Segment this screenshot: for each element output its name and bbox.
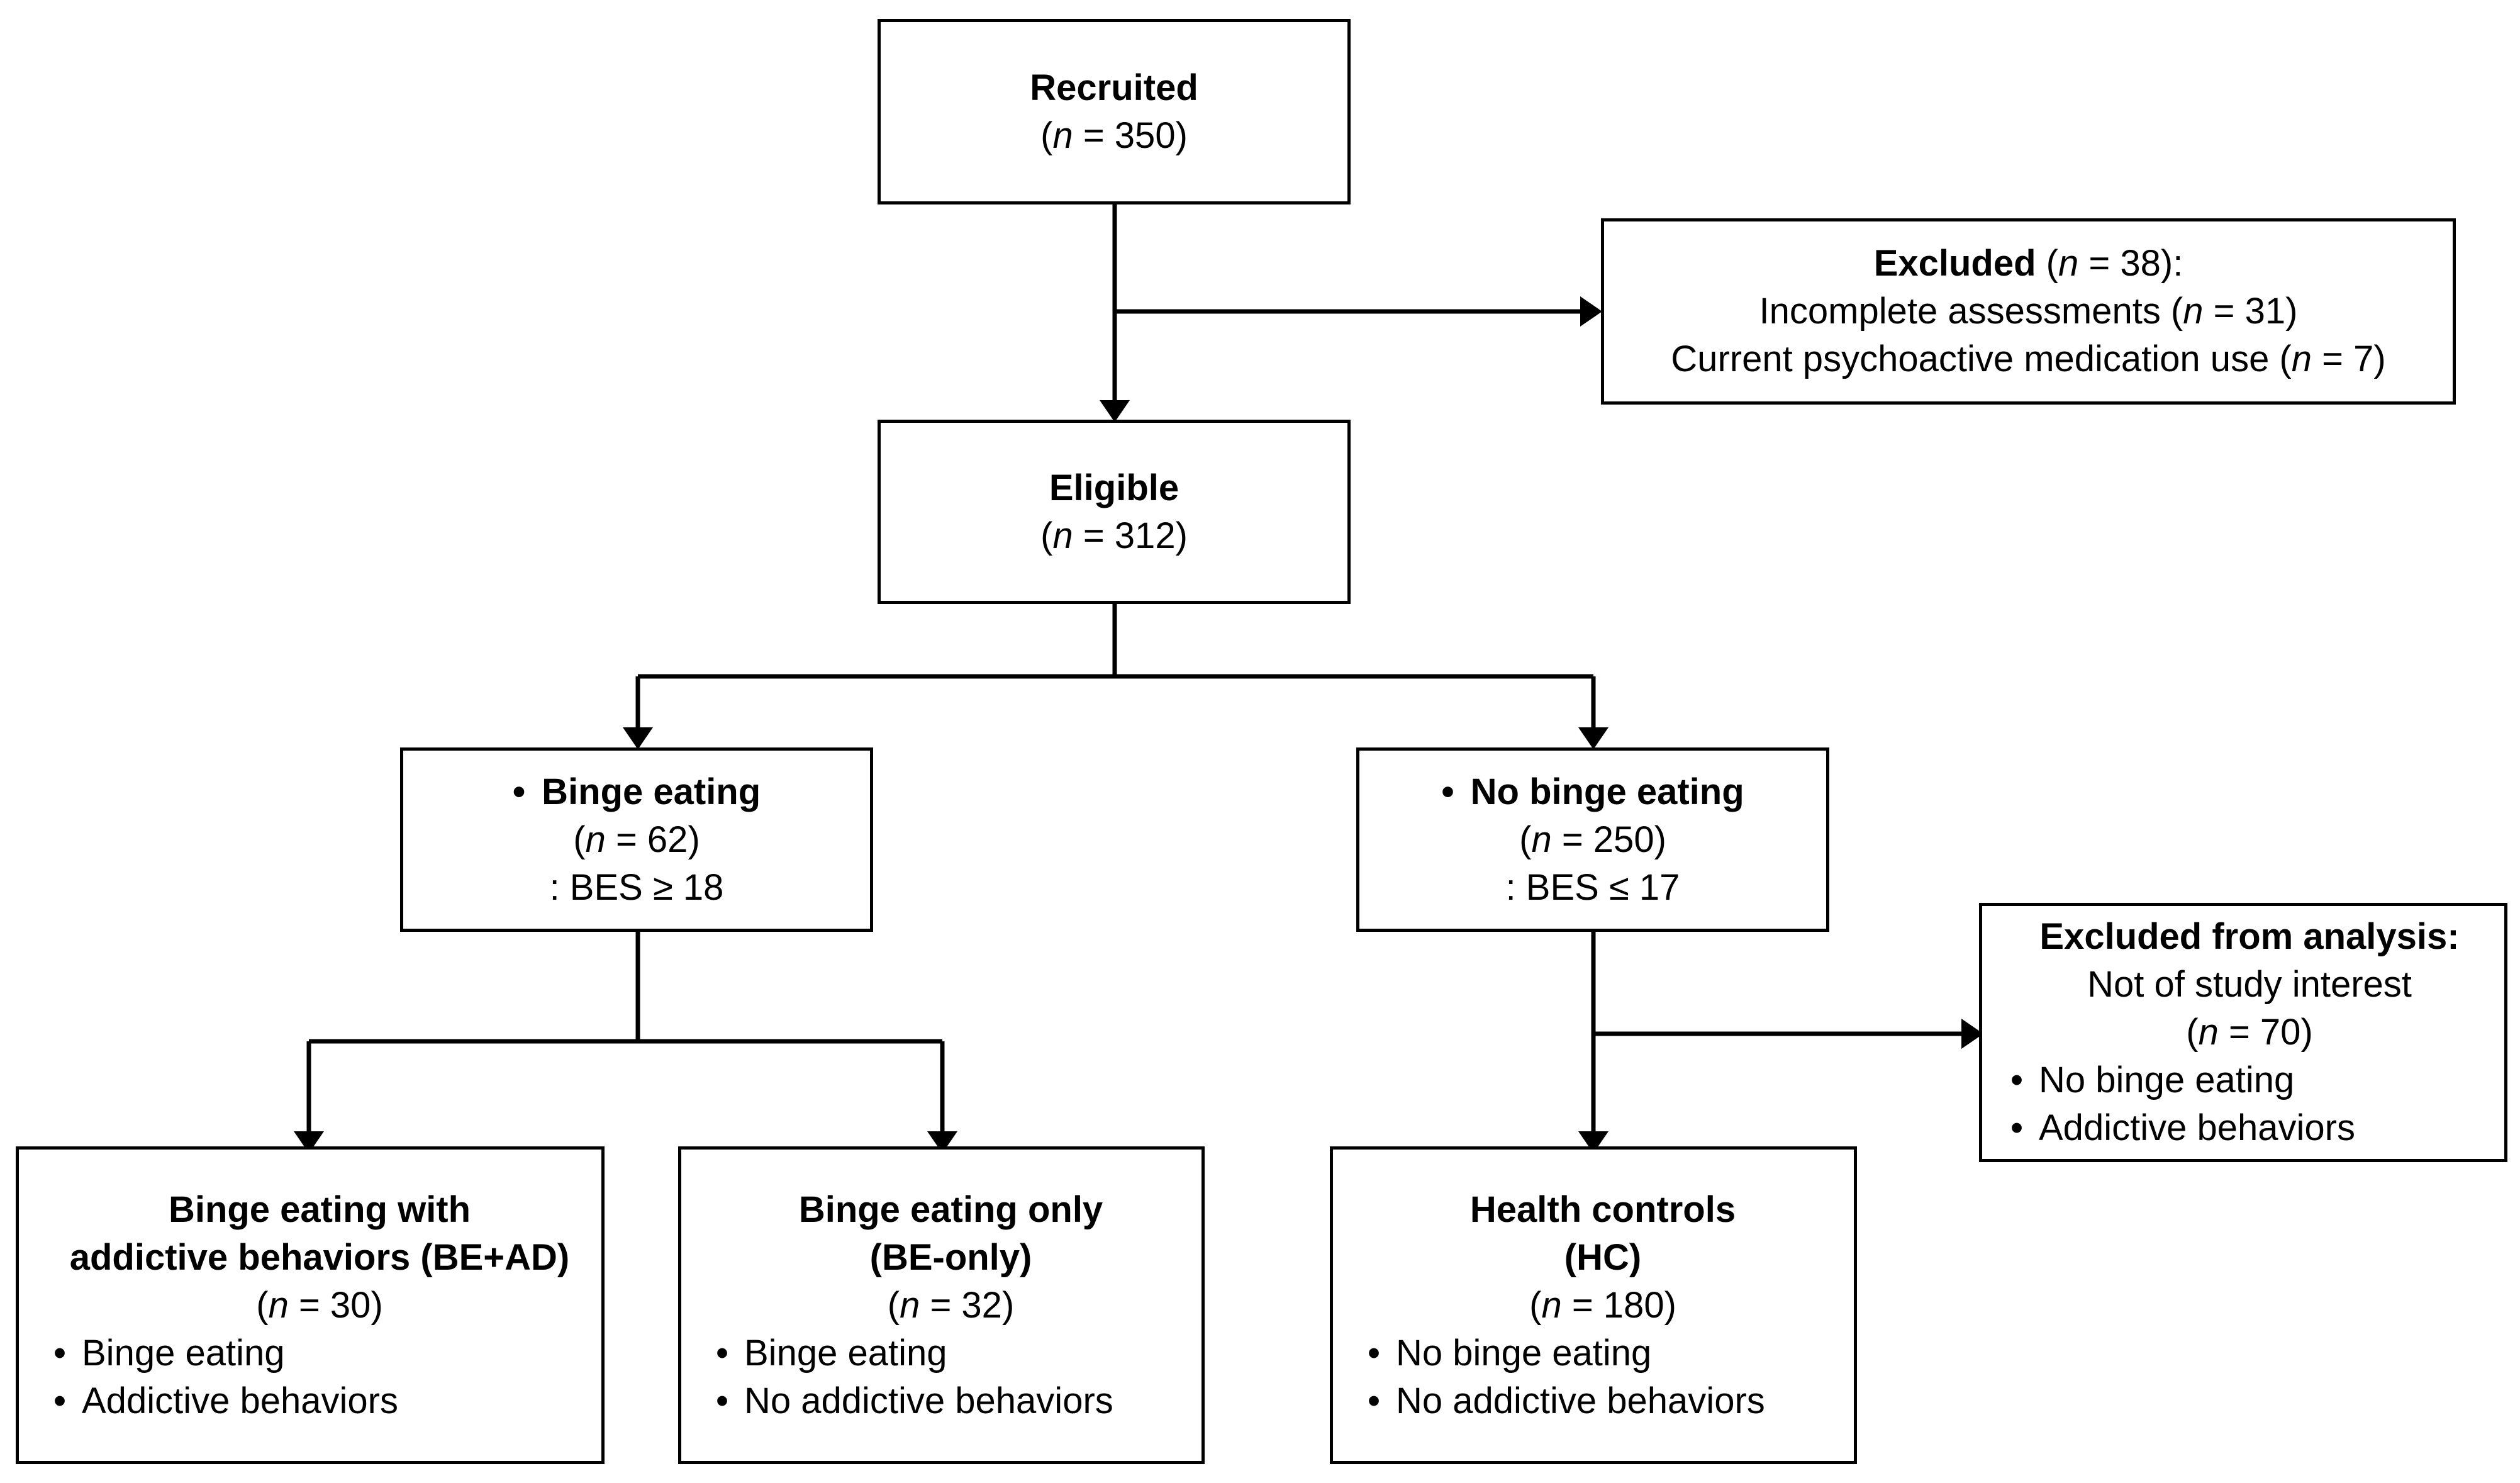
binge-eating-count: (n = 62) xyxy=(573,819,700,860)
bullet: • xyxy=(1367,1380,1381,1421)
be-ad-box: Binge eating with addictive behaviors (B… xyxy=(16,1146,605,1464)
bullet: • xyxy=(1441,771,1454,812)
be-only-title-2: (BE-only) xyxy=(869,1236,1032,1278)
excluded-analysis-item: •Addictive behaviors xyxy=(1995,1104,2355,1152)
hc-title-2: (HC) xyxy=(1564,1236,1642,1278)
binge-eating-title: Binge eating xyxy=(542,771,761,812)
be-ad-item: •Binge eating xyxy=(38,1329,285,1377)
be-only-item: •No addictive behaviors xyxy=(700,1377,1113,1425)
no-binge-eating-criterion: : BES ≤ 17 xyxy=(1505,866,1680,908)
arrowhead-hc xyxy=(1578,1131,1608,1153)
arrowhead-no-binge xyxy=(1578,727,1608,749)
hc-box: Health controls (HC) (n = 180) •No binge… xyxy=(1330,1146,1857,1464)
bullet: • xyxy=(2010,1107,2024,1148)
be-ad-count: (n = 30) xyxy=(256,1284,383,1326)
bullet: • xyxy=(715,1380,729,1421)
excluded-box: Excluded (n = 38): Incomplete assessment… xyxy=(1601,218,2456,405)
excluded-title: Excluded xyxy=(1873,243,2036,284)
excluded-analysis-count: (n = 70) xyxy=(2186,1012,2313,1053)
hc-title-1: Health controls xyxy=(1469,1189,1736,1230)
excluded-heading: Excluded (n = 38): xyxy=(1874,240,2183,288)
be-only-title-1: Binge eating only xyxy=(798,1189,1103,1230)
hc-count: (n = 180) xyxy=(1529,1284,1676,1326)
arrowhead-eligible xyxy=(1100,400,1130,422)
hc-item: •No addictive behaviors xyxy=(1352,1377,1765,1425)
excluded-reason-1: Incomplete assessments (n = 31) xyxy=(1759,291,2298,332)
binge-eating-criterion: : BES ≥ 18 xyxy=(549,866,724,908)
eligible-title: Eligible xyxy=(1049,467,1179,508)
eligible-count: (n = 312) xyxy=(1040,515,1188,556)
eligible-box: Eligible (n = 312) xyxy=(878,420,1351,604)
excluded-count: (n = 38): xyxy=(2046,243,2183,284)
bullet: • xyxy=(512,771,526,812)
no-binge-eating-count: (n = 250) xyxy=(1519,819,1666,860)
excluded-analysis-item: •No binge eating xyxy=(1995,1056,2294,1104)
be-ad-title-1: Binge eating with xyxy=(168,1189,471,1230)
be-ad-item: •Addictive behaviors xyxy=(38,1377,398,1425)
arrowhead-excluded-analysis xyxy=(1961,1019,1983,1049)
be-only-item: •Binge eating xyxy=(700,1329,947,1377)
bullet: • xyxy=(53,1380,67,1421)
bullet: • xyxy=(715,1332,729,1374)
excluded-analysis-reason: Not of study interest xyxy=(2087,964,2412,1005)
recruited-box: Recruited (n = 350) xyxy=(878,19,1351,204)
arrowhead-binge xyxy=(623,727,653,749)
be-ad-title-2: addictive behaviors (BE+AD) xyxy=(69,1236,570,1278)
recruited-title: Recruited xyxy=(1030,67,1198,108)
bullet: • xyxy=(1367,1332,1381,1374)
arrowhead-be-only xyxy=(927,1131,957,1153)
no-binge-eating-title: No binge eating xyxy=(1470,771,1744,812)
bullet: • xyxy=(2010,1060,2024,1100)
bullet: • xyxy=(53,1332,67,1374)
recruited-count: (n = 350) xyxy=(1040,115,1188,156)
arrowhead-be-ad xyxy=(294,1131,324,1153)
binge-eating-heading: • Binge eating xyxy=(513,768,761,816)
hc-item: •No binge eating xyxy=(1352,1329,1651,1377)
be-only-box: Binge eating only (BE-only) (n = 32) •Bi… xyxy=(678,1146,1205,1464)
excluded-reason-2: Current psychoactive medication use (n =… xyxy=(1671,339,2386,379)
binge-eating-box: • Binge eating (n = 62) : BES ≥ 18 xyxy=(400,747,873,932)
excluded-analysis-title: Excluded from analysis: xyxy=(2039,916,2460,957)
be-only-count: (n = 32) xyxy=(887,1284,1015,1326)
excluded-analysis-box: Excluded from analysis: Not of study int… xyxy=(1979,903,2507,1162)
no-binge-eating-heading: • No binge eating xyxy=(1441,768,1744,816)
no-binge-eating-box: • No binge eating (n = 250) : BES ≤ 17 xyxy=(1356,747,1829,932)
arrowhead-excluded xyxy=(1580,296,1602,327)
